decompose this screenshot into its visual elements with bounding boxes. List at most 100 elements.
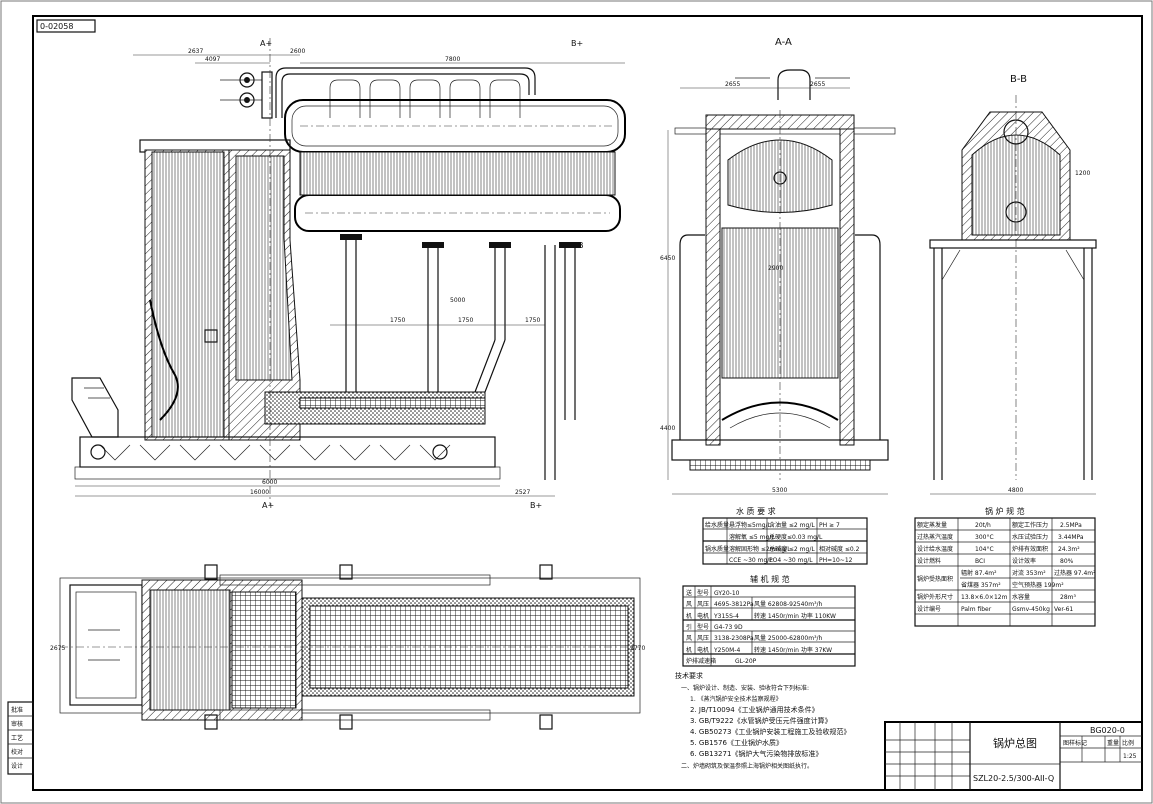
dim-d2: 4097 [205,56,220,63]
dim-bottom-total: 16000 [250,489,269,496]
aux-r2c0: 机 [686,612,692,620]
aux-r1c1: 风压 [697,601,709,608]
view-aa-title: A-A [775,37,792,48]
water-quality-table: 水 质 要 求 给水质量 悬浮物≤5mg/L 含油量 ≤2 mg/L PH ≥ … [702,506,868,565]
boiler-r3c3: 80% [1060,558,1074,565]
boiler-r3c2: 设计效率 [1012,557,1036,565]
plan-inner-dim: 2770 [630,645,645,652]
section-label-b-bottom: B+ [530,501,542,510]
notes-line-0: 一、锅炉设计、制造、安装、验收符合下列标准: [681,684,809,692]
boiler-r4c2: 对流 353m² [1012,569,1046,577]
aux-r0c2: GY20-10 [714,590,740,597]
aux-table-title: 辅 机 规 范 [750,574,790,584]
water-r1c1: 溶解氧 ≤5 mg/L [729,533,775,541]
aux-r4c3: 风量 25000-62800m³/h [754,635,823,642]
dim-span4: 5000 [450,297,465,304]
aux-r2c2: Y315S-4 [713,613,739,620]
aux-r4c0: 风 [686,635,692,642]
boiler-r5c2: 空气预热器 199m² [1012,581,1064,589]
boiler-r7c2: Gsmv-450kg [1012,606,1050,613]
boiler-r2c1: 104°C [975,546,994,553]
aux-r5c1: 电机 [697,646,709,654]
water-r2c0: 锅水质量 [705,545,729,553]
stamp-4: 设计 [11,762,23,770]
notes-line-2: 2. JB/T10094《工业锅炉通用技术条件》 [690,705,819,714]
boiler-r6c1: 13.8×6.0×12m [961,594,1008,601]
boiler-r2c0: 设计给水温度 [917,545,953,553]
boiler-r4c0: 锅炉受热面积 [917,575,953,583]
aux-r6c0: 炉排减速箱 [686,657,716,665]
water-r2c1: 溶解固形物 ≤2mmg/L [729,545,791,553]
aux-r4c2: 3138-2308Pa [714,635,754,642]
section-view-bb: B-B 4800 1200 [929,74,1097,495]
aux-r3c0: 引 [686,623,692,631]
boiler-r1c0: 过热蒸汽温度 [917,533,953,541]
drawing-tag: 0-02058 [40,22,73,31]
boiler-r0c3: 2.5MPa [1060,522,1082,529]
water-r1c2: 总硬度≤0.03 mg/L [769,533,823,541]
boiler-r0c1: 20t/h [975,522,991,529]
title-block-sheet-label: 图样标记 [1063,739,1087,747]
title-block-drawing-no: BG020-0 [1090,726,1125,735]
stamp-1: 审核 [11,720,23,728]
water-r3c3: PH=10~12 [819,557,853,564]
boiler-r6c2: 水容量 [1012,593,1030,601]
aux-r4c1: 风压 [697,635,709,642]
water-r0c0: 给水质量 [705,521,729,529]
aa-h2: 4400 [660,425,675,432]
notes-line-4: 4. GB50273《工业锅炉安装工程施工及验收规范》 [690,727,850,736]
technical-notes: 技术要求 一、锅炉设计、制造、安装、验收符合下列标准: 1. 《蒸汽锅炉安全技术… [675,671,850,770]
boiler-r1c2: 水压试验压力 [1012,533,1048,541]
aux-r2c1: 电机 [697,612,709,620]
aux-r0c0: 送 [686,589,692,597]
boiler-r5c1: 省煤器 357m² [961,581,1001,589]
title-block-scale: 1:25 [1123,753,1137,760]
boiler-spec-table: 锅 炉 规 范 额定蒸发量 20t/h 额定工作压力 2.5MPa 过热蒸汽温度… [914,506,1096,627]
dim-d3: 2600 [290,48,305,55]
dim-d1: 2637 [188,48,203,55]
boiler-r4c3: 过热器 97.4m² [1054,569,1096,577]
notes-line-6: 6. GB13271《锅炉大气污染物排放标准》 [690,749,822,758]
boiler-r7c1: Palm fiber [961,606,992,613]
boiler-r6c3: 28m³ [1060,594,1076,601]
notes-line-5: 5. GB1576《工业锅炉水质》 [690,738,783,747]
boiler-table-title: 锅 炉 规 范 [985,506,1025,516]
plan-view: 2675 2770 [50,564,645,730]
title-block-ratio-label: 比例 [1122,739,1134,747]
left-stamp-column: 批准 审核 工艺 校对 设计 [7,701,34,775]
aux-r6c2: GL-20P [735,658,757,665]
water-r0c3: PH ≥ 7 [819,522,840,529]
title-block-weight-label: 重量 [1107,739,1119,747]
aa-total: 5300 [772,487,787,494]
section-label-a-bottom: A+ [262,501,274,510]
aux-r1c2: 4695-3812Pa [714,601,754,608]
aa-mid: 2900 [768,265,783,272]
water-table-title: 水 质 要 求 [736,506,776,516]
aux-r5c2: Y250M-4 [713,647,740,654]
view-bb-title: B-B [1010,74,1027,85]
boiler-r2c3: 24.3m² [1058,546,1080,553]
aa-w1: 2655 [725,81,740,88]
title-block-title: 锅炉总图 [993,736,1037,750]
bb-total: 4800 [1008,487,1023,494]
boiler-r3c0: 设计燃料 [917,557,941,565]
water-r3c2: PO4 ~30 mg/L [769,557,813,564]
water-r0c2: 含油量 ≤2 mg/L [769,521,815,529]
title-block: 锅炉总图 SZL20-2.5/300-AII-Q BG020-0 图样标记 重量… [884,721,1143,791]
stamp-2: 工艺 [11,734,23,742]
aux-r3c2: G4-73 9D [714,624,743,631]
boiler-r6c0: 锅炉外形尺寸 [917,593,953,601]
drawing-frame [32,15,1143,791]
boiler-r7c3: Ver-61 [1054,606,1073,613]
aux-r1c0: 风 [686,601,692,608]
title-block-model: SZL20-2.5/300-AII-Q [973,774,1054,783]
section-view-aa: A-A 2655 2655 5300 6450 4400 2900 [660,37,896,495]
water-r2c3: 相对碱度 ≤0.2 [819,545,860,553]
boiler-r4c1: 辐射 87.4m² [961,569,997,577]
dim-d4: 7800 [445,56,460,63]
boiler-r0c2: 额定工作压力 [1012,521,1048,529]
auxiliary-equipment-table: 辅 机 规 范 送 型号 GY20-10 风 风压 4695-3812Pa 风量… [682,574,856,667]
plan-side-dim: 2675 [50,645,65,652]
boiler-r0c0: 额定蒸发量 [917,521,947,529]
